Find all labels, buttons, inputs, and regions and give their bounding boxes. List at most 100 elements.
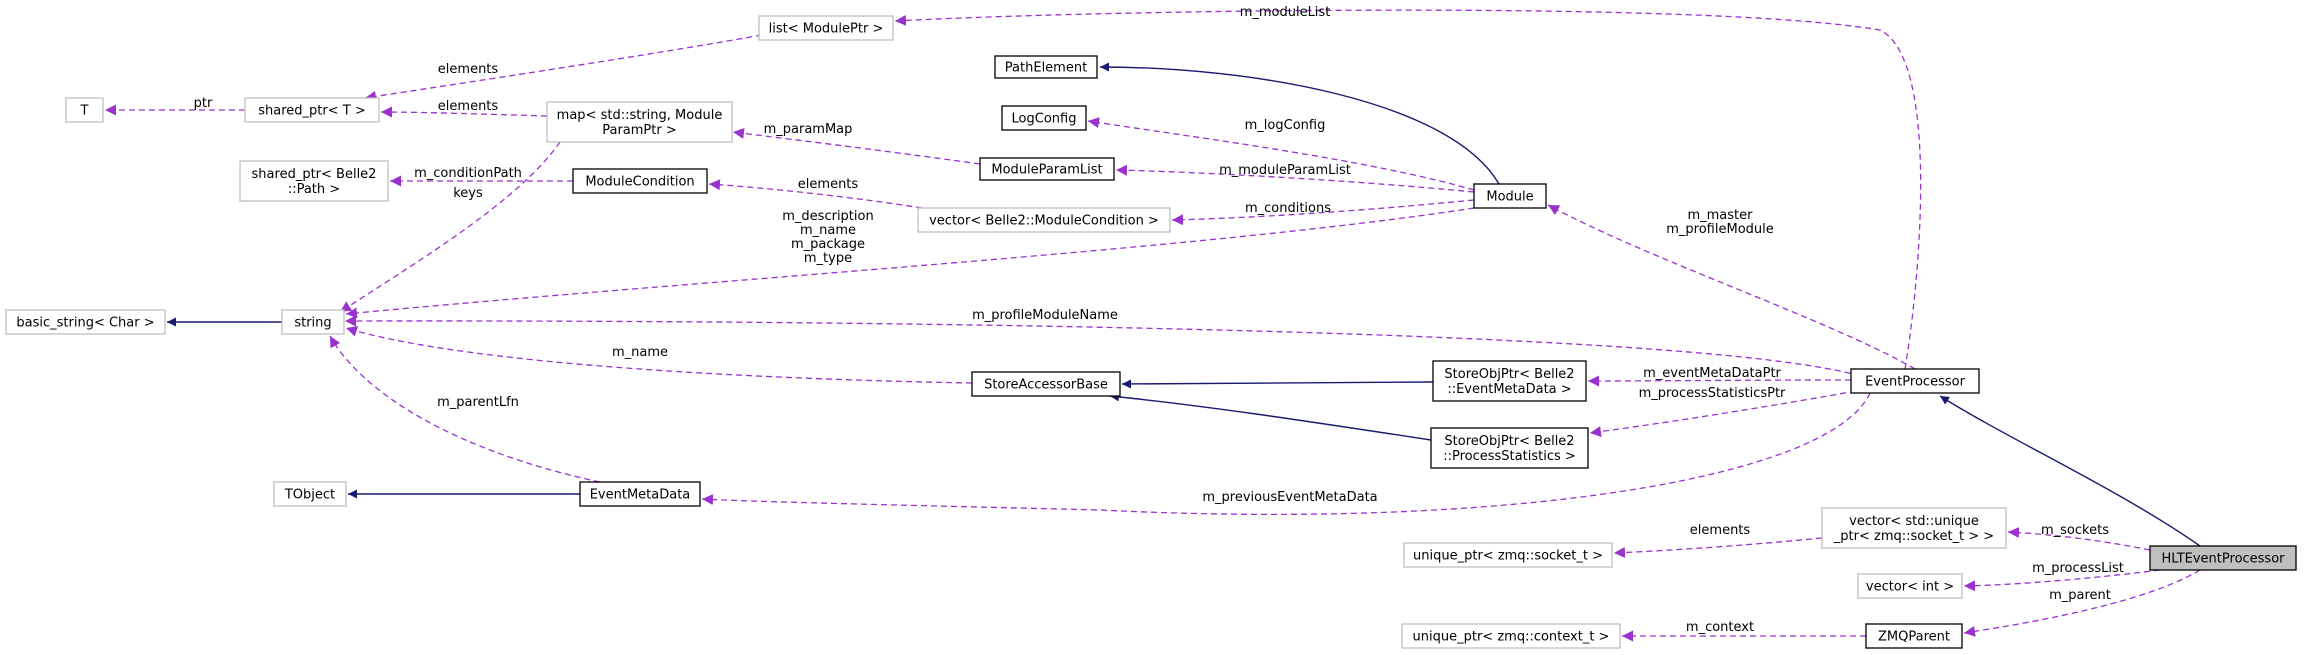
- node-label-moduleparamlist: ModuleParamList: [991, 163, 1102, 178]
- node-box-eventproc: [1850, 368, 1980, 394]
- edge-eventproc-string: [344, 315, 1861, 377]
- node-box-sharedpath: [239, 160, 389, 202]
- node-box-storeaccessor: [971, 371, 1121, 397]
- node-hlt[interactable]: HLTEventProcessor: [2149, 545, 2297, 571]
- edge-label-hlt-vecint: m_processList: [2032, 561, 2124, 576]
- node-label-vecsocket: vector< std::unique_ptr< zmq::socket_t >…: [1833, 514, 1994, 544]
- node-box-storeobjemd: [1432, 360, 1587, 402]
- edge-label-module-vecmodcond: m_conditions: [1245, 201, 1331, 216]
- node-storeobjps[interactable]: StoreObjPtr< Belle2::ProcessStatistics >: [1430, 427, 1589, 469]
- node-box-tobject: [273, 481, 347, 507]
- node-box-listmod: [758, 15, 894, 41]
- edge-eventproc-module: [1547, 204, 1916, 370]
- node-box-zmqparent: [1865, 623, 1963, 649]
- edge-vecmodcond-modulecondition: [708, 179, 923, 209]
- node-box-storeobjps: [1430, 427, 1589, 469]
- edge-eventproc-storeobjps: [1589, 390, 1857, 437]
- node-uniqcontext[interactable]: unique_ptr< zmq::context_t >: [1401, 623, 1621, 649]
- edge-label-vecmodcond-modulecondition: elements: [798, 177, 859, 192]
- node-zmqparent[interactable]: ZMQParent: [1865, 623, 1963, 649]
- edge-module-vecmodcond: [1171, 199, 1475, 226]
- node-box-modulecondition: [572, 168, 708, 194]
- node-label-zmqparent: ZMQParent: [1878, 630, 1950, 645]
- node-eventproc[interactable]: EventProcessor: [1850, 368, 1980, 394]
- node-box-vecint: [1857, 573, 1963, 599]
- edge-label-eventproc-storeobjemd: m_eventMetaDataPtr: [1643, 366, 1781, 381]
- node-label-vecmodcond: vector< Belle2::ModuleCondition >: [929, 214, 1159, 229]
- node-vecsocket[interactable]: vector< std::unique_ptr< zmq::socket_t >…: [1821, 507, 2007, 549]
- node-label-hlt: HLTEventProcessor: [2161, 552, 2285, 567]
- edge-label-listmod-sharedptrT: elements: [438, 62, 499, 77]
- node-box-moduleparamlist: [979, 157, 1115, 181]
- edge-vecsocket-uniqsocket: [1613, 537, 1823, 558]
- node-box-basicstring: [5, 309, 166, 335]
- node-sharedpath[interactable]: shared_ptr< Belle2::Path >: [239, 160, 389, 202]
- node-listmod[interactable]: list< ModulePtr >: [758, 15, 894, 41]
- node-box-vecsocket: [1821, 507, 2007, 549]
- node-box-module: [1473, 183, 1547, 209]
- node-label-eventproc: EventProcessor: [1865, 375, 1966, 390]
- node-label-storeobjps: StoreObjPtr< Belle2::ProcessStatistics >: [1443, 434, 1576, 464]
- edge-label-module-logconfig: m_logConfig: [1245, 118, 1326, 133]
- edge-label-sharedptrT-T: ptr: [194, 96, 213, 111]
- node-sharedptrT[interactable]: shared_ptr< T >: [244, 97, 380, 123]
- edge-eventmetadata-string: [329, 335, 601, 483]
- node-label-string: string: [294, 316, 331, 331]
- node-moduleparamlist[interactable]: ModuleParamList: [979, 157, 1115, 181]
- node-label-tobject: TObject: [284, 488, 335, 503]
- node-label-module: Module: [1486, 190, 1533, 205]
- node-label-logconfig: LogConfig: [1012, 112, 1077, 127]
- edge-label-vecsocket-uniqsocket: elements: [1690, 523, 1751, 538]
- node-label-listmod: list< ModulePtr >: [769, 22, 884, 37]
- edge-label-storeaccessor-string: m_name: [612, 345, 668, 360]
- node-box-pathelement: [994, 55, 1098, 79]
- node-storeaccessor[interactable]: StoreAccessorBase: [971, 371, 1121, 397]
- node-uniqsocket[interactable]: unique_ptr< zmq::socket_t >: [1403, 542, 1613, 568]
- node-vecmodcond[interactable]: vector< Belle2::ModuleCondition >: [917, 207, 1171, 233]
- node-storeobjemd[interactable]: StoreObjPtr< Belle2::EventMetaData >: [1432, 360, 1587, 402]
- node-label-pathelement: PathElement: [1005, 61, 1087, 76]
- edge-label-eventproc-listmod: m_moduleList: [1240, 5, 1331, 20]
- edge-eventproc-listmod: [894, 9, 1922, 370]
- node-eventmetadata[interactable]: EventMetaData: [579, 481, 701, 507]
- node-box-uniqcontext: [1401, 623, 1621, 649]
- node-box-logconfig: [1001, 105, 1087, 131]
- node-T[interactable]: T: [65, 97, 104, 123]
- edge-listmod-sharedptrT: [364, 34, 763, 102]
- edge-mapstring-sharedptrT: [380, 106, 548, 118]
- edge-label-modulecondition-sharedpath: m_conditionPath: [414, 166, 522, 181]
- node-box-hlt: [2149, 545, 2297, 571]
- edge-module-string: [345, 207, 1475, 319]
- edge-mapstring-string: [339, 141, 561, 313]
- node-label-T: T: [80, 104, 89, 119]
- node-label-storeobjemd: StoreObjPtr< Belle2::EventMetaData >: [1444, 367, 1574, 397]
- node-label-basicstring: basic_string< Char >: [16, 316, 154, 331]
- node-box-uniqsocket: [1403, 542, 1613, 568]
- node-pathelement[interactable]: PathElement: [994, 55, 1098, 79]
- node-module[interactable]: Module: [1473, 183, 1547, 209]
- edge-storeobjemd-storeaccessor: [1121, 379, 1434, 389]
- node-logconfig[interactable]: LogConfig: [1001, 105, 1087, 131]
- node-tobject[interactable]: TObject: [273, 481, 347, 507]
- node-box-sharedptrT: [244, 97, 380, 123]
- edge-eventproc-eventmetadata: [701, 392, 1871, 516]
- node-modulecondition[interactable]: ModuleCondition: [572, 168, 708, 194]
- node-label-sharedpath: shared_ptr< Belle2::Path >: [252, 167, 377, 197]
- edges-layer: [105, 9, 2201, 642]
- edge-module-pathelement: [1099, 62, 1500, 185]
- node-string[interactable]: string: [281, 309, 345, 335]
- edge-label-eventmetadata-string: m_parentLfn: [437, 395, 519, 410]
- edge-hlt-vecint: [1963, 569, 2161, 592]
- node-basicstring[interactable]: basic_string< Char >: [5, 309, 166, 335]
- edge-label-eventproc-string: m_profileModuleName: [972, 308, 1118, 323]
- node-vecint[interactable]: vector< int >: [1857, 573, 1963, 599]
- node-box-string: [281, 309, 345, 335]
- node-box-mapstring: [546, 101, 733, 143]
- edge-hlt-vecsocket: [2007, 527, 2151, 551]
- edge-moduleparamlist-mapstring: [732, 127, 981, 165]
